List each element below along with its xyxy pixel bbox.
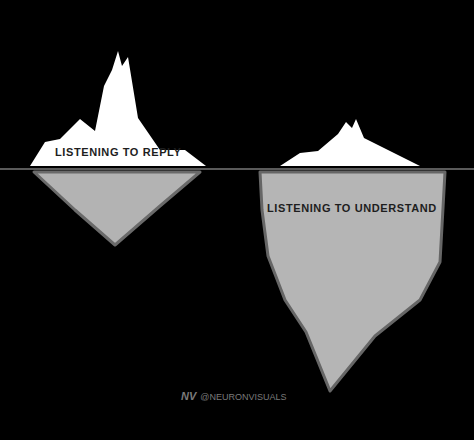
iceberg-tip-outline [30, 51, 206, 166]
iceberg-underwater: LISTENING TO UNDERSTAND [256, 170, 448, 396]
underwater-small [34, 172, 200, 245]
logo-mark: NV [181, 390, 196, 402]
iceberg-tip-small [280, 119, 420, 166]
iceberg-tip: LISTENING TO REPLY [28, 48, 208, 168]
iceberg-label: LISTENING TO UNDERSTAND [267, 202, 437, 214]
waterline [0, 168, 474, 170]
iceberg-label: LISTENING TO REPLY [55, 146, 181, 158]
iceberg-underwater-outline [260, 172, 445, 391]
watermark: @NEURONVISUALS [200, 392, 286, 402]
